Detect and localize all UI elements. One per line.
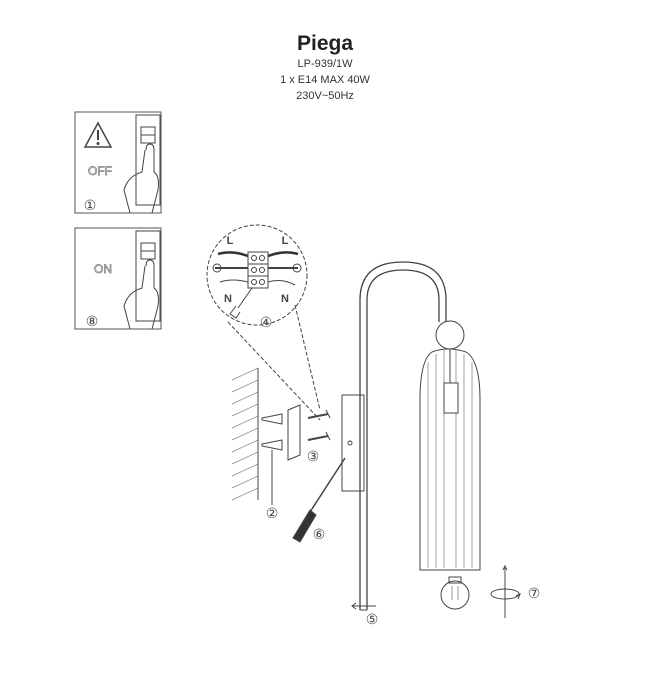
neutral-right-label: N bbox=[281, 293, 289, 305]
hand-icon bbox=[123, 259, 159, 330]
wall-plate bbox=[341, 394, 365, 492]
step-2-marker: ② bbox=[266, 505, 279, 521]
switch-icon bbox=[135, 230, 161, 322]
wiring-detail: L L N N ④ bbox=[206, 224, 321, 421]
bulb-installation: ⑦ bbox=[440, 564, 541, 618]
wall-lamp bbox=[341, 261, 481, 611]
product-title: Piega bbox=[296, 32, 354, 55]
step-7-marker: ⑦ bbox=[528, 585, 541, 601]
warning-icon bbox=[83, 121, 113, 148]
step-5-arrow: ⑤ bbox=[351, 602, 379, 627]
wall bbox=[231, 367, 259, 501]
mounting-bracket bbox=[287, 404, 301, 461]
terminal-block bbox=[247, 251, 269, 289]
live-right-label: L bbox=[282, 235, 289, 247]
step-8-marker: ⑧ bbox=[86, 313, 99, 329]
bulb-spec: 1 x E14 MAX 40W bbox=[280, 74, 370, 86]
wall-plug-icon bbox=[261, 413, 283, 451]
model-number: LP-939/1W bbox=[297, 58, 353, 70]
lamp-ball bbox=[435, 320, 465, 350]
step-3-marker: ③ bbox=[307, 448, 320, 464]
screwdriver-icon bbox=[229, 287, 253, 319]
live-left-label: L bbox=[227, 235, 234, 247]
hand-icon bbox=[123, 143, 159, 214]
off-label: OFF bbox=[88, 164, 112, 178]
power-on-panel: ON ⑧ bbox=[74, 227, 162, 330]
voltage-spec: 230V~50Hz bbox=[296, 90, 354, 102]
step-5-marker: ⑤ bbox=[366, 611, 379, 627]
screwdriver-tool: ⑥ bbox=[292, 457, 346, 543]
fluted-shade bbox=[419, 348, 481, 571]
step-6-marker: ⑥ bbox=[313, 526, 326, 542]
bulb-icon bbox=[440, 580, 470, 610]
screw-icon bbox=[307, 413, 329, 441]
switch-icon bbox=[135, 114, 161, 206]
step-4-marker: ④ bbox=[260, 314, 273, 330]
step-1-marker: ① bbox=[84, 197, 97, 213]
neutral-left-label: N bbox=[224, 293, 232, 305]
on-label: ON bbox=[94, 262, 112, 276]
mounting-hardware: ② ③ bbox=[261, 404, 331, 521]
power-off-panel: OFF ① bbox=[74, 111, 162, 214]
